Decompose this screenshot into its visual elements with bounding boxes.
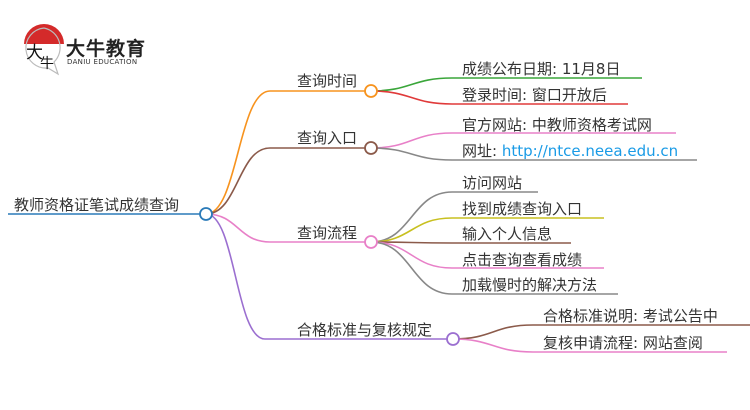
svg-text:大: 大 [26, 43, 43, 63]
branch-collapse-toggle[interactable] [446, 332, 460, 346]
leaf-step-find-entry[interactable]: 找到成绩查询入口 [462, 200, 583, 218]
logo-name-cn: 大牛教育 [66, 38, 147, 60]
logo-mark-icon: 大 牛 [24, 24, 64, 76]
branch-query-time[interactable]: 查询时间 [297, 72, 358, 90]
leaf-step-input-info[interactable]: 输入个人信息 [462, 225, 553, 243]
root-collapse-toggle[interactable] [199, 207, 213, 221]
leaf-line [370, 217, 604, 243]
leaf-release-date[interactable]: 成绩公布日期: 11月8日 [462, 60, 621, 78]
leaf-official-site[interactable]: 官方网站: 中教师资格考试网 [462, 116, 652, 134]
leaf-line [370, 241, 618, 295]
leaf-url: 网址: http://ntce.neea.edu.cn [462, 142, 678, 160]
leaf-step-click-query[interactable]: 点击查询查看成绩 [462, 251, 583, 269]
branch-line [205, 90, 371, 215]
branch-pass-standard[interactable]: 合格标准与复核规定 [297, 321, 433, 339]
leaf-line [452, 338, 727, 353]
leaf-pass-standard-note[interactable]: 合格标准说明: 考试公告中 [543, 307, 718, 325]
leaf-line [370, 90, 628, 105]
leaf-line [370, 191, 538, 243]
branch-collapse-toggle[interactable] [364, 141, 378, 155]
branch-query-process[interactable]: 查询流程 [297, 224, 358, 242]
url-link[interactable]: http://ntce.neea.edu.cn [501, 142, 679, 160]
branch-query-entry[interactable]: 查询入口 [297, 129, 358, 147]
leaf-step-slow-loading[interactable]: 加载慢时的解决方法 [462, 276, 598, 294]
branch-line [205, 213, 371, 243]
logo-name-en: DANIU EDUCATION [67, 58, 138, 66]
svg-text:牛: 牛 [40, 56, 54, 72]
leaf-line [370, 147, 697, 161]
branch-line [205, 147, 371, 215]
branch-line [205, 213, 453, 340]
leaf-line [452, 324, 750, 340]
leaf-review-process[interactable]: 复核申请流程: 网站查阅 [543, 334, 703, 352]
root-node[interactable]: 教师资格证笔试成绩查询 [14, 196, 180, 214]
branch-collapse-toggle[interactable] [364, 235, 378, 249]
leaf-line [370, 77, 642, 92]
url-label: 网址: [462, 142, 502, 160]
leaf-line [370, 241, 571, 244]
leaf-line [370, 241, 604, 269]
leaf-line [370, 132, 676, 149]
leaf-login-time[interactable]: 登录时间: 窗口开放后 [462, 86, 607, 104]
leaf-step-visit[interactable]: 访问网站 [462, 174, 523, 192]
branch-collapse-toggle[interactable] [364, 84, 378, 98]
